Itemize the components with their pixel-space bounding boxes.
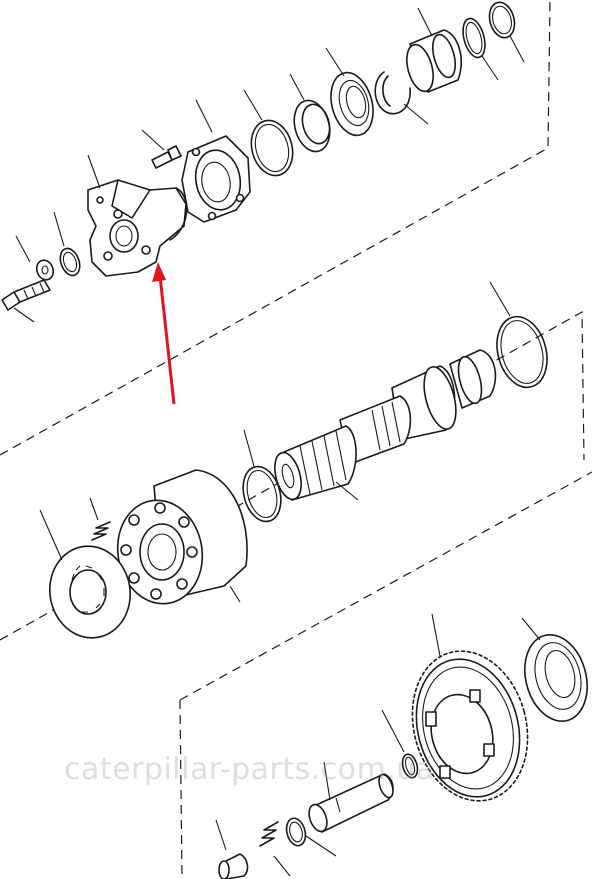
lip-seal bbox=[289, 73, 331, 153]
idler-gear-group bbox=[215, 613, 588, 879]
snap-ring bbox=[374, 71, 429, 125]
snap-ring-gear bbox=[381, 709, 419, 779]
o-ring-shaft bbox=[242, 429, 282, 523]
pointer-arrow bbox=[152, 262, 176, 405]
o-ring-gear bbox=[285, 817, 337, 857]
gear bbox=[411, 613, 529, 802]
spring bbox=[89, 497, 111, 541]
bearing-retainer bbox=[181, 99, 251, 223]
bolt bbox=[1, 279, 51, 323]
plate bbox=[39, 509, 131, 639]
o-ring bbox=[53, 211, 81, 277]
bearing bbox=[325, 47, 374, 137]
retainer-bolt bbox=[141, 129, 182, 169]
seal-ring-shaft bbox=[489, 281, 548, 389]
hub bbox=[116, 469, 248, 605]
shaft bbox=[274, 349, 497, 501]
watermark: caterpillar-parts.com.ua bbox=[64, 752, 435, 787]
yoke-and-retainer-group bbox=[1, 1, 525, 323]
bearing-gear bbox=[521, 617, 588, 723]
yoke bbox=[87, 154, 188, 277]
plug bbox=[215, 819, 249, 879]
seal-ring bbox=[243, 89, 294, 177]
spring-gear bbox=[259, 821, 291, 877]
washer bbox=[15, 235, 55, 281]
sleeve bbox=[406, 7, 462, 93]
output-shaft-group bbox=[39, 281, 548, 639]
retaining-rings bbox=[462, 1, 525, 81]
shaft-gear bbox=[308, 761, 394, 833]
